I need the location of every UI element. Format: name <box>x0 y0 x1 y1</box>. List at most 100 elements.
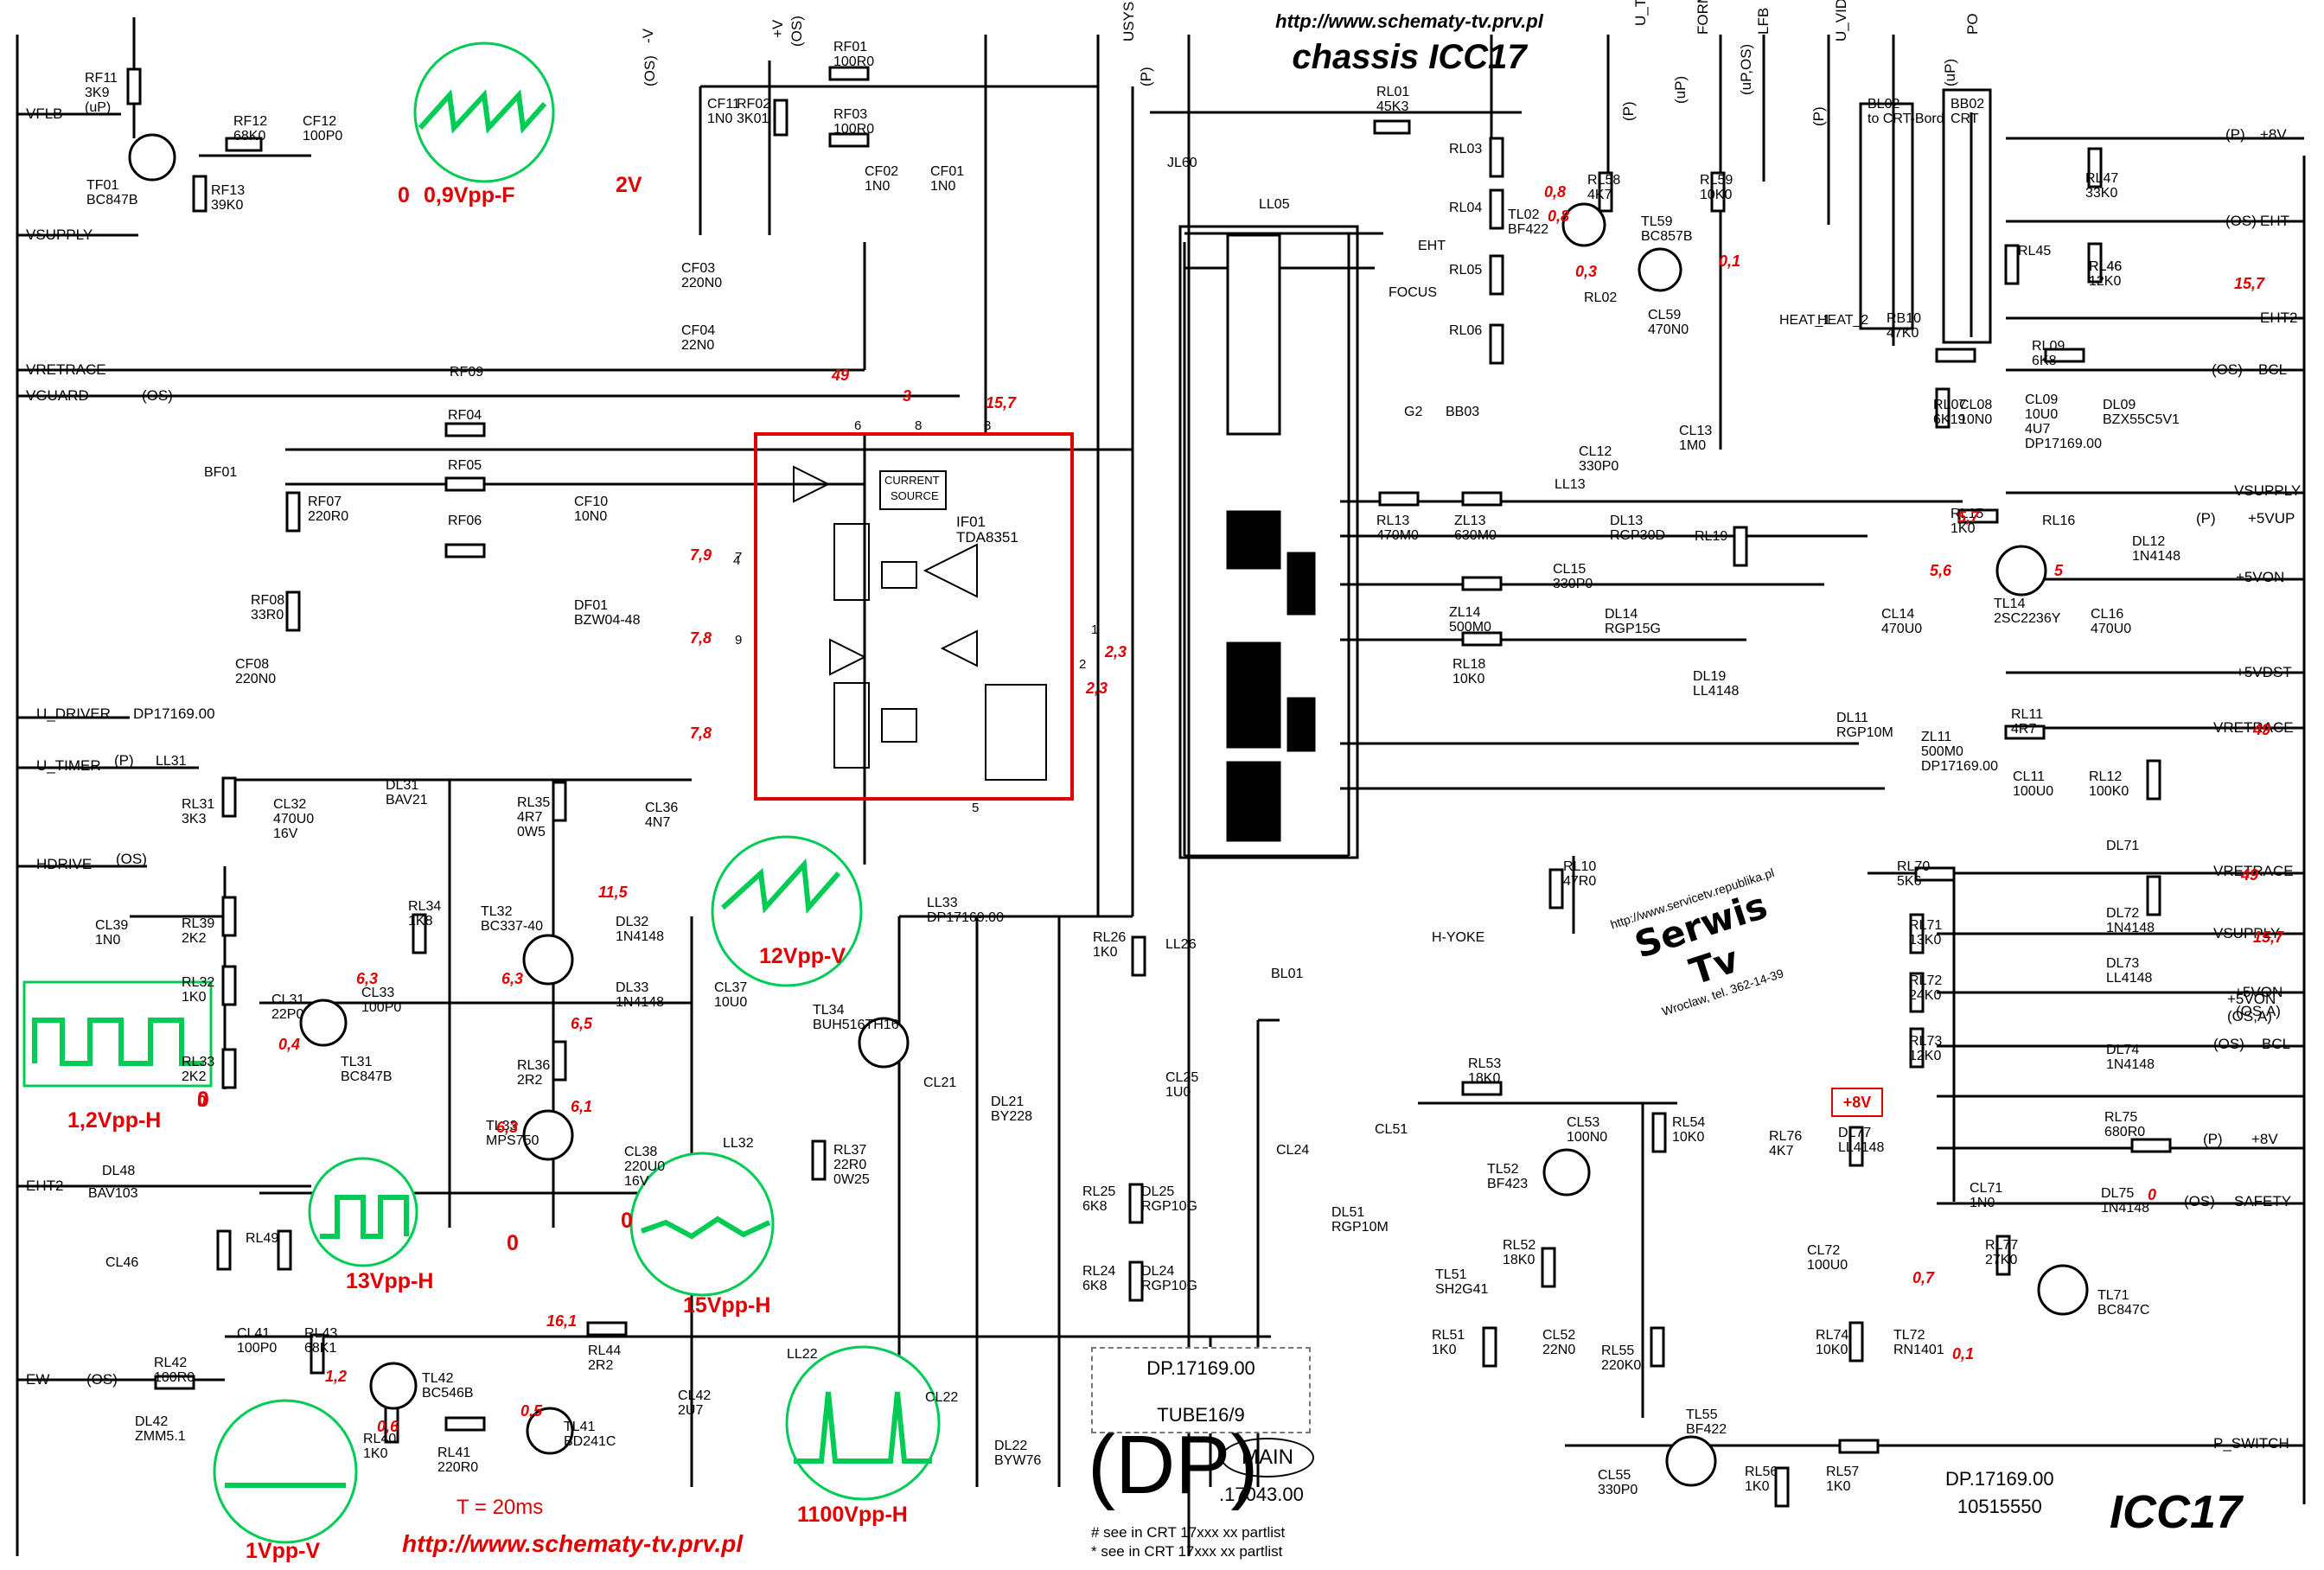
component-value: RGP10G <box>1141 1199 1197 1214</box>
component-value: 0W5 <box>517 825 546 839</box>
oscillogram-bubbles <box>22 41 941 1544</box>
component-value: BD241C <box>564 1434 616 1449</box>
component-ref: RL73 <box>1909 1034 1943 1049</box>
component-ref: RB10 <box>1887 311 1922 326</box>
component-value: 22N0 <box>1542 1343 1576 1357</box>
signal-right-21: (OS) <box>2184 1193 2215 1209</box>
ic-pin-9: 9 <box>735 633 743 648</box>
component-ref: LL22 <box>787 1347 818 1362</box>
component-value: BUH516TH16 <box>813 1018 899 1032</box>
component-ref: RF01 <box>833 40 868 54</box>
signal-right-19: (P) <box>2203 1131 2223 1147</box>
component-value: DP17169.00 <box>2025 437 2102 451</box>
component-value: 1K0 <box>1745 1479 1770 1494</box>
component-value: 3K01 <box>737 112 769 126</box>
signal-right-0: (P) <box>2225 126 2245 143</box>
component-value: 3K9 <box>85 86 110 100</box>
component-value: 1N4148 <box>2101 1201 2150 1216</box>
tube-board-box: DP.17169.00 TUBE16/9 <box>1091 1347 1311 1433</box>
component-ref: DF01 <box>574 598 609 613</box>
component-ref: RL36 <box>517 1058 551 1073</box>
component-ref: CL71 <box>1970 1181 2003 1196</box>
signal-right-9: +5VUP <box>2248 510 2295 527</box>
component-label-dl48: DL48 <box>102 1164 135 1178</box>
signal-top-1: (OS) <box>642 55 658 86</box>
component-ref: RL70 <box>1897 859 1931 874</box>
component-value: 2K2 <box>182 1069 207 1084</box>
component-ref: CL41 <box>237 1326 271 1341</box>
component-value: 10U0 <box>2025 407 2059 422</box>
component-value: 1K8 <box>408 914 433 929</box>
voltage-annotation: 6,1 <box>571 1098 593 1115</box>
voltage-annotation: 5 <box>2054 562 2064 579</box>
component-ref: CF11 <box>707 97 740 112</box>
component-ref: RL18 <box>1452 657 1486 672</box>
component-ref: TL52 <box>1487 1162 1519 1177</box>
component-ref: RL59 <box>1700 173 1733 188</box>
component-value: 220U0 <box>624 1159 666 1174</box>
component-value: 33K0 <box>2085 186 2118 201</box>
component-value: BC847C <box>2097 1303 2150 1318</box>
component-ref: RL76 <box>1769 1129 1803 1144</box>
component-value: LL4148 <box>2106 971 2153 986</box>
component-value: 100P0 <box>237 1341 278 1356</box>
component-value: 500M0 <box>1449 620 1491 635</box>
component-value: 220N0 <box>235 672 277 686</box>
component-ref: CL37 <box>714 980 748 995</box>
signal-left-1: VSUPPLY <box>26 227 93 243</box>
component-ref: DL31 <box>386 778 419 793</box>
corner-id: ICC17 <box>2110 1486 2243 1538</box>
component-value: 2SC2236Y <box>1994 611 2061 626</box>
component-ref: DL77 <box>1838 1126 1872 1140</box>
component-label-rl49: RL49 <box>246 1231 278 1246</box>
component-ref: CL42 <box>678 1388 712 1403</box>
signal-top-0: -V <box>640 29 656 43</box>
component-ref: RL02 <box>1584 290 1618 305</box>
component-value: BZX55C5V1 <box>2103 412 2180 427</box>
component-ref: LL33 <box>927 896 958 910</box>
component-label-bb03: BB03 <box>1446 405 1479 419</box>
component-ref: DL12 <box>2132 534 2166 549</box>
note-1: # see in CRT 17xxx xx partlist <box>1091 1524 1286 1541</box>
component-ref: CL55 <box>1598 1468 1631 1483</box>
signal-top-2: +V <box>769 19 786 38</box>
component-label-rl06: RL06 <box>1449 323 1482 338</box>
component-ref: RL04 <box>1449 201 1483 215</box>
component-ref: RL24 <box>1082 1264 1116 1279</box>
component-value: 100P0 <box>303 129 343 144</box>
component-ref: CL24 <box>1276 1143 1310 1158</box>
component-ref: CL11 <box>2013 769 2046 784</box>
component-value: 6K8 <box>1082 1279 1108 1293</box>
component-ref: RL31 <box>182 797 215 812</box>
component-value: BYW76 <box>994 1453 1042 1468</box>
component-value: 18K0 <box>1468 1071 1501 1086</box>
signal-right-5: (OS) <box>2212 361 2243 378</box>
component-ref: DL11 <box>1836 711 1869 725</box>
component-label-bav103: BAV103 <box>88 1186 138 1201</box>
component-ref: DL51 <box>1331 1205 1365 1220</box>
resistor-symbols <box>126 66 2172 1508</box>
component-ref: RL13 <box>1376 514 1410 528</box>
component-value: 6K19 <box>1933 412 1966 427</box>
component-value: 22N0 <box>681 338 715 353</box>
